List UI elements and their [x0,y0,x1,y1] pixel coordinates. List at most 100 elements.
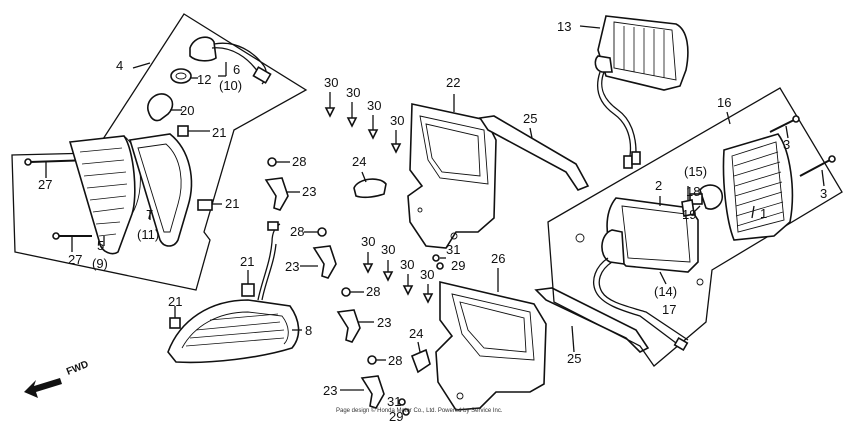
bracket-23-a [264,177,300,211]
part-label: (15) [684,164,707,179]
rear-lamp-lens-1 [722,133,794,241]
part-label: 23 [302,184,316,199]
screws-30-lower [362,252,434,304]
part-label: 25 [567,351,581,366]
fwd-arrow [24,378,62,398]
nut-28-d [367,355,386,365]
lower-housing-26 [435,268,547,411]
part-label: 26 [491,251,505,266]
part-label: 28 [366,284,380,299]
screw-3-lower [799,155,836,187]
part-label: 17 [662,302,676,317]
right-assembly-outline [547,87,843,367]
part-label: 24 [352,154,366,169]
part-label: 4 [116,58,123,73]
part-label: 2 [655,178,662,193]
grommet-24-lower [410,341,431,374]
part-label: 13 [557,19,571,34]
part-label: 29 [389,409,403,424]
bracket-23-c [336,309,374,343]
bracket-23-d [340,375,385,409]
part-label: 3 [783,137,790,152]
screws-30-upper [324,92,402,154]
screw-3-upper [769,115,800,139]
part-label: 30 [346,85,360,100]
clip-21-a [177,125,189,137]
part-label: 27 [38,177,52,192]
part-label: 24 [409,326,423,341]
part-label: (10) [219,78,242,93]
part-label: FWD [65,359,90,378]
left-assembly-outline [11,13,308,291]
part-label: 6 [233,62,240,77]
part-label: 30 [367,98,381,113]
front-lamp-wire [257,221,281,301]
strip-25-lower [534,287,650,353]
part-label: 27 [68,252,82,267]
part-label: 30 [420,267,434,282]
part-label: 28 [388,353,402,368]
part-label: 7 [146,207,153,222]
screw-27-lower [52,232,92,252]
front-lamp-lens-8 [167,299,302,364]
part-label: (9) [92,256,108,271]
part-label: 20 [180,103,194,118]
strip-25-upper [478,115,590,191]
part-label: 12 [197,72,211,87]
part-label: 23 [285,259,299,274]
socket-ring [170,68,192,84]
clip-21-d [169,317,181,329]
lens-gasket-7 [128,133,193,247]
part-label: 28 [290,224,304,239]
socket-18 [681,186,695,217]
part-label: 21 [225,196,239,211]
turn-signal-lens-5 [68,135,141,255]
part-label: 30 [324,75,338,90]
part-label: 22 [446,75,460,90]
part-label: 8 [305,323,312,338]
part-label: 25 [523,111,537,126]
nut-28-c [341,287,364,297]
bulb-20 [147,93,174,122]
part-label: 1 [760,206,767,221]
nut-28-a [267,157,290,167]
nut-28-b [304,227,327,237]
part-label: 30 [381,242,395,257]
part-label: 30 [390,113,404,128]
part-label: 30 [400,257,414,272]
part-label: 30 [361,234,375,249]
part-label: 28 [292,154,306,169]
upper-housing-22 [407,94,497,249]
clip-31-29-lower [398,398,410,416]
leader-4 [132,62,151,69]
part-label: 23 [377,315,391,330]
bracket-23-b [300,245,337,279]
part-label: 19 [682,207,696,222]
clip-21-b [197,199,213,211]
clip-21-c [241,283,255,297]
part-label: 21 [168,294,182,309]
copyright-footer: Page design © Honda Motor Co., Ltd. Powe… [336,407,503,414]
part-label: 5 [97,238,104,253]
part-label: 23 [323,383,337,398]
part-label: 3 [820,186,827,201]
bulb-19 [689,184,724,213]
clip-31-29-upper [432,254,446,270]
part-label: 16 [717,95,731,110]
part-label: 31 [387,394,401,409]
socket-harness [189,36,272,85]
part-label: 21 [240,254,254,269]
part-label: 18 [686,184,700,199]
part-label: (14) [654,284,677,299]
side-marker-13 [579,15,689,169]
part-label: 31 [446,242,460,257]
part-label: 29 [451,258,465,273]
mount-hole-a [575,233,585,243]
rear-lamp-housing-2 [593,196,699,352]
grommet-24-upper [353,171,387,199]
part-label: (11) [137,227,159,242]
part-label: 21 [212,125,226,140]
